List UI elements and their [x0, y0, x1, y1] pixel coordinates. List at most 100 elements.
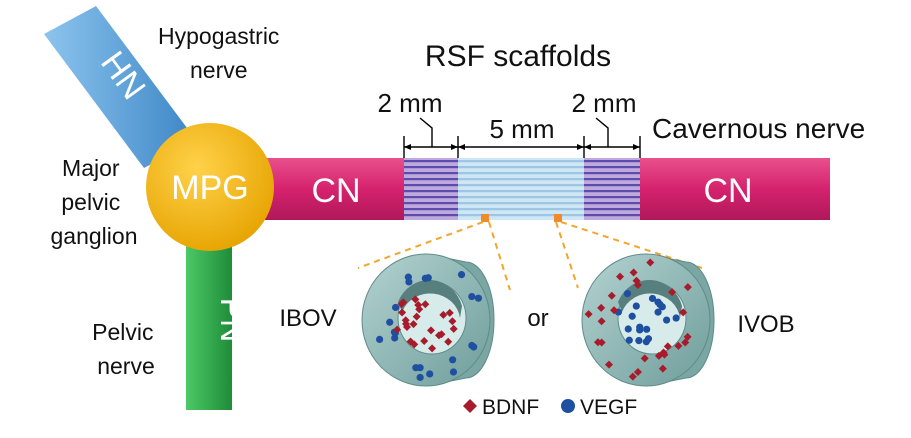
sample-marker-left: [481, 214, 489, 222]
bdnf-particle: [668, 288, 677, 297]
scaffold-left-stripe: [404, 202, 458, 205]
bdnf-particle: [439, 310, 448, 319]
scaffold-right-stripe: [584, 160, 640, 163]
bdnf-particle: [445, 308, 454, 317]
ibov-label: IBOV: [279, 305, 336, 332]
bdnf-particle: [421, 300, 430, 309]
conduit-inner-shadow: [398, 279, 462, 318]
bdnf-particle: [616, 272, 625, 281]
scaffold-left-segment: [404, 158, 458, 220]
bdnf-particle: [597, 317, 606, 326]
sample-marker-right: [554, 214, 562, 222]
ibov-conduit: [361, 253, 495, 387]
bdnf-particle: [683, 283, 692, 292]
bdnf-particle: [663, 342, 672, 351]
bdnf-particle: [426, 326, 435, 335]
bdnf-particle: [633, 280, 642, 289]
scaffold-right-stripe: [584, 208, 640, 211]
vegf-particle: [449, 368, 458, 376]
scaffold-right-stripe: [584, 178, 640, 181]
vegf-particle: [416, 373, 424, 382]
bdnf-particle: [629, 268, 638, 277]
cn-left-label: CN: [311, 172, 360, 210]
bdnf-legend-icon: [463, 399, 477, 413]
scaffold-right-stripe: [584, 184, 640, 187]
scaffold-middle-stripe: [458, 178, 584, 181]
vegf-particle: [623, 290, 632, 298]
scaffold-middle-stripe: [458, 184, 584, 187]
vegf-particle: [468, 292, 476, 301]
scaffold-left-stripe: [404, 160, 458, 163]
bdnf-particle: [409, 320, 418, 329]
scaffold-right-stripe: [584, 190, 640, 193]
bdnf-particle: [444, 337, 453, 346]
scaffold-right-stripe: [584, 214, 640, 217]
pelvic-label: Pelvic nerve: [92, 319, 160, 379]
hypogastric-label: Hypogastric nerve: [158, 23, 286, 83]
bdnf-particle: [428, 344, 437, 353]
bdnf-particle: [646, 258, 655, 267]
vegf-particle: [625, 336, 633, 344]
bdnf-particle: [597, 338, 606, 347]
bdnf-particle: [674, 341, 683, 350]
or-label: or: [527, 305, 548, 332]
bdnf-particle: [414, 300, 423, 309]
bdnf-particle: [434, 331, 443, 340]
vegf-particle: [635, 337, 643, 345]
bdnf-particle: [633, 368, 642, 377]
major-pelvic-label: Major pelvic ganglion: [51, 155, 138, 249]
scaffold-middle-stripe: [458, 202, 584, 205]
dim-right-label: 2 mm: [572, 88, 637, 118]
scaffold-right-stripe: [584, 196, 640, 199]
scaffold-right-segment: [584, 158, 640, 220]
bdnf-particle: [628, 372, 637, 381]
cn-right-bar: [640, 158, 830, 220]
bdnf-particle: [411, 295, 420, 304]
legend: BDNF VEGF: [463, 396, 637, 419]
cavernous-label: Cavernous nerve: [652, 113, 865, 144]
bdnf-particle: [658, 364, 667, 373]
vegf-particle: [663, 316, 671, 324]
diagram-title: RSF scaffolds: [425, 40, 611, 73]
vegf-particle: [386, 318, 394, 326]
vegf-particle: [449, 356, 457, 364]
scaffold-right-stripe: [584, 172, 640, 175]
scaffold-left-stripe: [404, 208, 458, 211]
bdnf-particle: [420, 336, 429, 345]
scaffold-left-stripe: [404, 172, 458, 175]
vegf-particle: [636, 326, 644, 334]
scaffold-middle-stripe: [458, 196, 584, 199]
bdnf-particle: [605, 360, 614, 369]
bdnf-particle: [679, 308, 688, 317]
bdnf-particle: [402, 319, 411, 328]
cn-left-bar: [256, 158, 406, 220]
bdnf-particle: [399, 298, 408, 307]
ivob-label: IVOB: [737, 311, 794, 338]
dim-left-label: 2 mm: [378, 88, 443, 118]
bdnf-particle: [607, 291, 616, 300]
ivob-conduit: [581, 253, 715, 387]
cn-right-label: CN: [703, 172, 752, 210]
bdnf-particle: [449, 324, 458, 333]
bdnf-particle: [398, 308, 407, 317]
bdnf-particle: [683, 332, 692, 341]
dim-mid-label: 5 mm: [490, 114, 555, 144]
bdnf-legend-label: BDNF: [482, 396, 539, 419]
bdnf-particle: [448, 317, 457, 326]
vegf-particle: [624, 325, 632, 333]
vegf-particle: [672, 314, 680, 322]
scaffold-left-stripe: [404, 166, 458, 169]
scaffold-left-stripe: [404, 196, 458, 199]
hn-bar: [44, 6, 196, 168]
vegf-particle: [416, 364, 424, 372]
mpg-label: MPG: [171, 169, 248, 207]
vegf-legend-icon: [561, 399, 575, 413]
scaffold-right-stripe: [584, 202, 640, 205]
bdnf-particle: [584, 310, 593, 319]
pn-bar: [186, 228, 232, 410]
scaffold-middle-stripe: [458, 214, 584, 217]
vegf-particle: [376, 335, 384, 344]
scaffold-left-stripe: [404, 190, 458, 193]
bdnf-particle: [410, 340, 419, 349]
